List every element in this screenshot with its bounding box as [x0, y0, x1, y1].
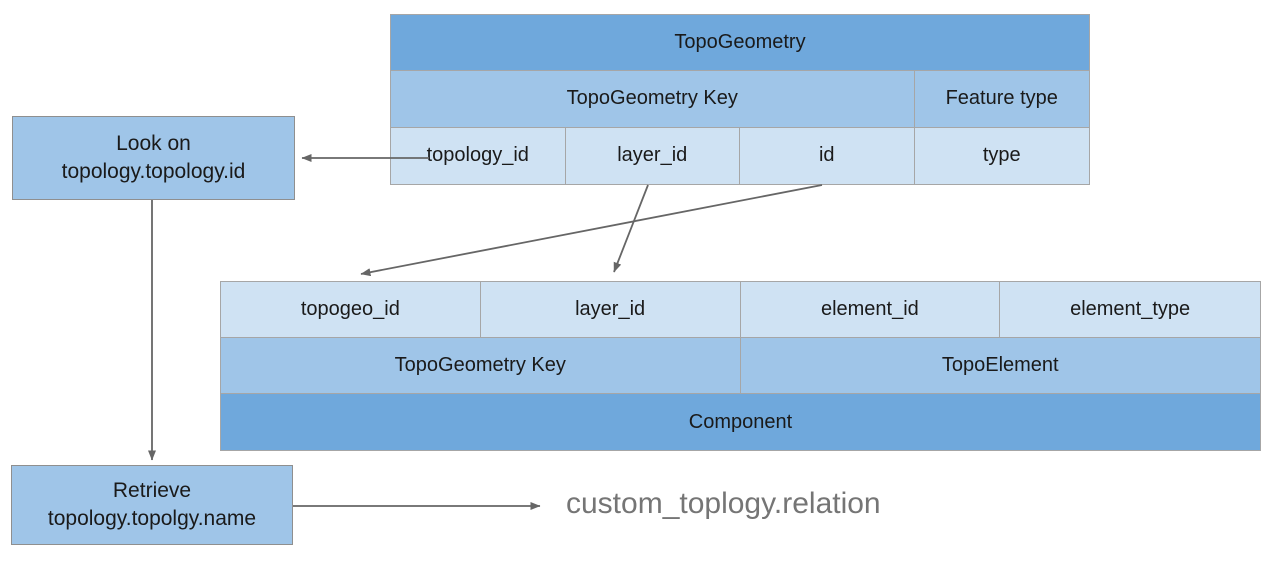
topo-geometry-table-title: TopoGeometry [391, 15, 1089, 72]
column-layer-id: layer_id [565, 127, 740, 184]
relation-table: topogeo_id layer_id element_id element_t… [220, 281, 1261, 451]
feature-type-group-header: Feature type [914, 71, 1089, 128]
column-id: id [740, 127, 915, 184]
component-footer: Component [221, 394, 1260, 450]
topo-geometry-table: TopoGeometry TopoGeometry Key Feature ty… [390, 14, 1090, 185]
retrieve-box: Retrieve topology.topolgy.name [11, 465, 293, 545]
column-element-type: element_type [1000, 282, 1260, 338]
relation-topo-geometry-key-group-header: TopoGeometry Key [221, 338, 741, 394]
id-to-topogeo-id-arrow [360, 184, 823, 277]
look-on-box-line1: Look on [116, 132, 191, 155]
retrieve-box-line2: topology.topolgy.name [47, 507, 257, 530]
column-topology-id: topology_id [391, 127, 566, 184]
topo-element-group-header: TopoElement [740, 338, 1260, 394]
layer-id-to-layer-id-arrow [613, 184, 649, 273]
column-layer-id-relation: layer_id [480, 282, 741, 338]
retrieve-box-line1: Retrieve [112, 479, 192, 502]
relation-target-label: custom_toplogy.relation [566, 487, 881, 520]
column-element-id: element_id [740, 282, 1001, 338]
column-topogeo-id: topogeo_id [221, 282, 481, 338]
topo-geometry-key-group-header: TopoGeometry Key [391, 71, 915, 128]
look-on-box: Look on topology.topology.id [12, 116, 295, 200]
column-type: type [914, 127, 1089, 184]
look-on-box-line2: topology.topology.id [61, 160, 246, 183]
